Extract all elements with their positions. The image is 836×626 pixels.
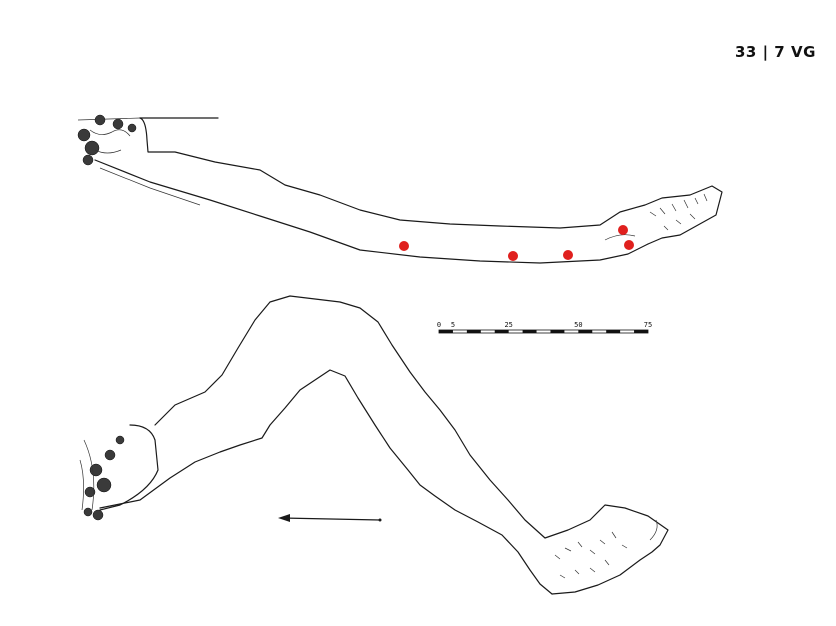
scale-bar-segment — [439, 330, 453, 333]
cave-floor-outline — [94, 159, 649, 264]
scale-tick-label: 50 — [574, 321, 582, 329]
scale-tick-label: 5 — [451, 321, 455, 329]
sample-point-3 — [563, 250, 573, 260]
scale-tick-label: 25 — [504, 321, 512, 329]
scale-bar-graphic — [438, 329, 649, 334]
cave-ceiling-outline — [139, 117, 723, 245]
terminal-chamber-texture — [649, 193, 708, 231]
scale-tick-label: 0 — [437, 321, 441, 329]
scale-bar-segment — [606, 330, 621, 333]
passage-inner-wall — [99, 369, 553, 595]
scale-bar-segment — [634, 330, 648, 333]
sample-point-2 — [508, 251, 518, 261]
entrance-boundary — [99, 424, 159, 511]
passage-outer-wall — [154, 295, 669, 595]
longitudinal-section — [77, 114, 723, 264]
scale-bar-segment — [522, 330, 537, 333]
scale-bar-segment — [494, 330, 509, 333]
sample-point-1 — [399, 241, 409, 251]
entrance-vegetation-top — [77, 114, 141, 166]
scale-bar-labels: 0 5 25 50 75 — [437, 321, 652, 329]
entrance-slope-line — [99, 167, 201, 206]
sample-point-5 — [624, 240, 634, 250]
scale-tick-label: 75 — [644, 321, 652, 329]
scale-bar-segment — [466, 330, 481, 333]
scale-bar: 0 5 25 50 75 — [437, 321, 652, 334]
plan-view — [79, 295, 669, 595]
sample-markers — [399, 225, 634, 261]
north-arrow-left — [278, 514, 382, 522]
entrance-vegetation-plan — [79, 435, 125, 521]
sheet-id-label: 33 | 7 VG — [735, 43, 816, 62]
scale-bar-segment — [550, 330, 565, 333]
scale-bar-segment — [578, 330, 593, 333]
sample-point-4 — [618, 225, 628, 235]
end-chamber-texture — [554, 531, 628, 579]
